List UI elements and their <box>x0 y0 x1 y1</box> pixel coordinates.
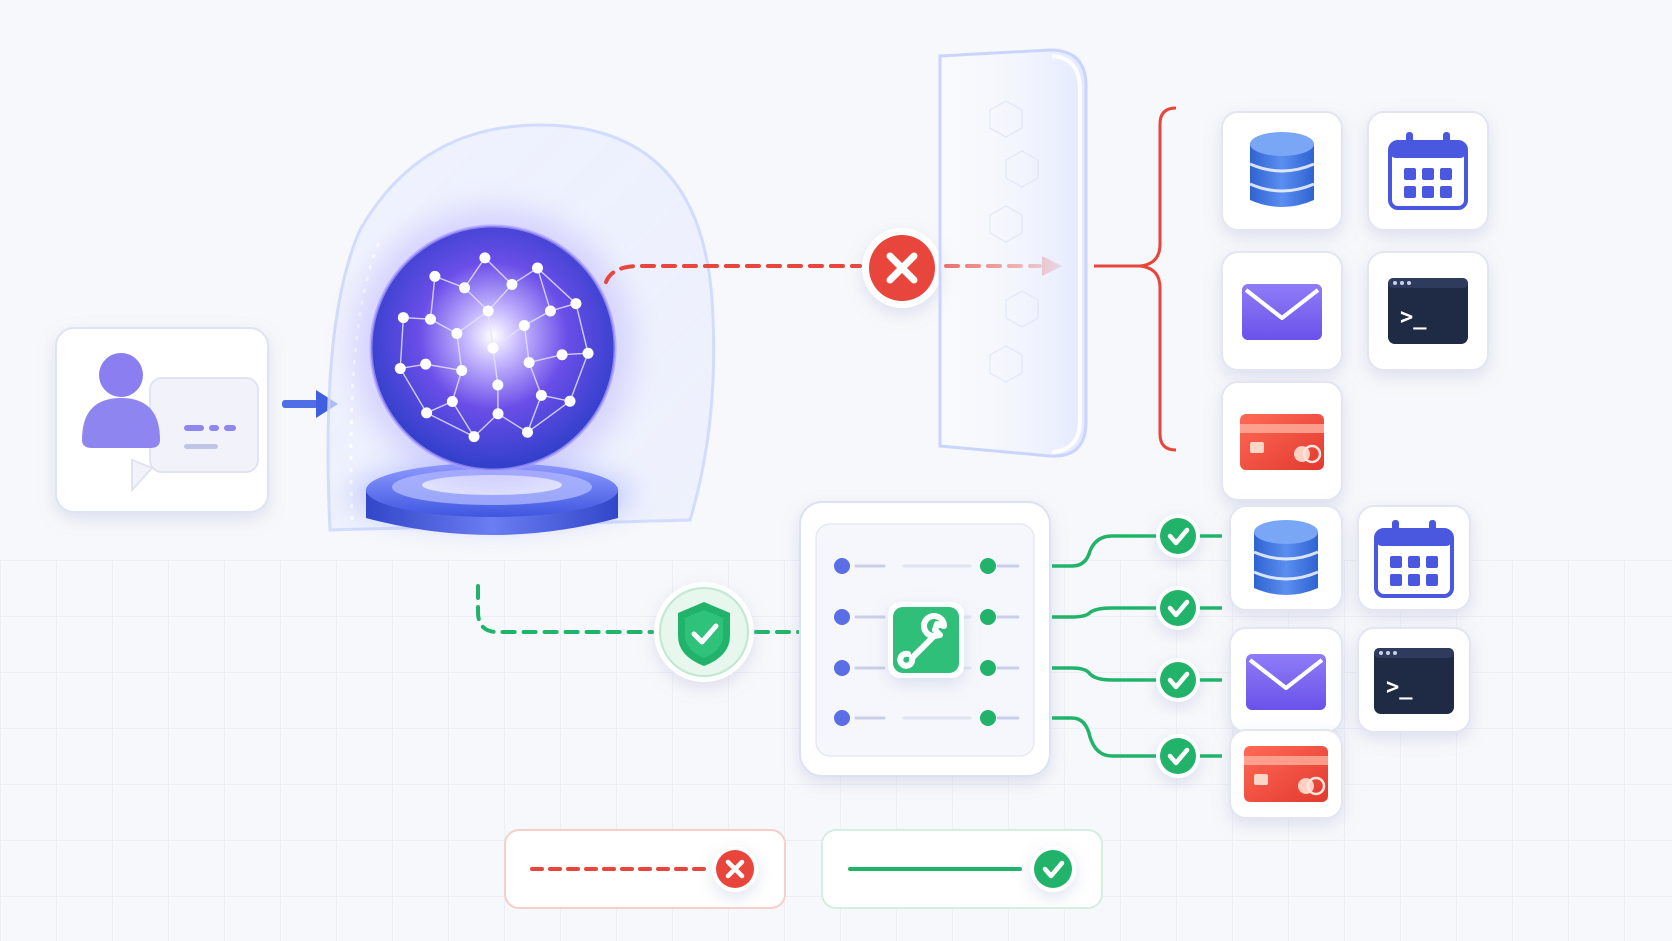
blocked-tools-bracket <box>1094 106 1177 452</box>
allowed-connectors <box>1052 514 1222 778</box>
check-circle-icon <box>1156 586 1200 630</box>
network-sphere-icon <box>353 208 633 488</box>
svg-text:>_: >_ <box>1386 675 1413 700</box>
blocked-tool-tile <box>1221 111 1343 231</box>
allowed-tool-tile <box>1229 505 1343 611</box>
gateway-row <box>834 558 1020 574</box>
legend-check-circle-icon <box>1030 846 1076 892</box>
check-circle-icon <box>1156 734 1200 778</box>
credit-card-icon <box>1240 414 1324 470</box>
blocked-tools-group: >_ <box>1221 111 1489 501</box>
calendar-icon <box>1374 520 1454 598</box>
allowed-tool-tile <box>1229 627 1343 733</box>
allowed-tool-tile <box>1357 505 1471 611</box>
user-node <box>55 327 269 513</box>
svg-text:>_: >_ <box>1400 305 1427 330</box>
allowed-tools-group: >_ <box>1229 505 1471 819</box>
gateway-row <box>834 710 1020 726</box>
database-icon <box>1253 520 1319 595</box>
wrench-icon <box>888 602 964 678</box>
model-node <box>326 123 716 535</box>
blocked-tool-tile: >_ <box>1367 251 1489 371</box>
allowed-path-line <box>476 584 802 634</box>
mail-icon <box>1242 284 1322 340</box>
glass-wall-icon <box>938 48 1088 458</box>
user-chat-icon <box>82 353 259 493</box>
blocked-tool-tile <box>1221 381 1343 501</box>
blocked-tool-tile <box>1221 251 1343 371</box>
legend-allowed <box>821 829 1103 909</box>
legend-x-circle-icon <box>712 846 758 892</box>
database-icon <box>1249 132 1315 207</box>
mail-icon <box>1246 654 1326 710</box>
allowed-tool-tile <box>1229 729 1343 819</box>
user-to-model-arrow <box>282 390 338 418</box>
check-circle-icon <box>1156 514 1200 558</box>
blocked-tool-tile <box>1367 111 1489 231</box>
tool-gateway-node <box>799 501 1051 777</box>
terminal-icon: >_ <box>1388 278 1468 344</box>
shield-check-icon <box>654 582 754 682</box>
terminal-icon: >_ <box>1374 648 1454 714</box>
x-circle-icon <box>862 228 942 308</box>
legend-blocked <box>504 829 786 909</box>
allowed-tool-tile: >_ <box>1357 627 1471 733</box>
check-circle-icon <box>1156 658 1200 702</box>
credit-card-icon <box>1244 746 1328 802</box>
calendar-icon <box>1388 132 1468 210</box>
